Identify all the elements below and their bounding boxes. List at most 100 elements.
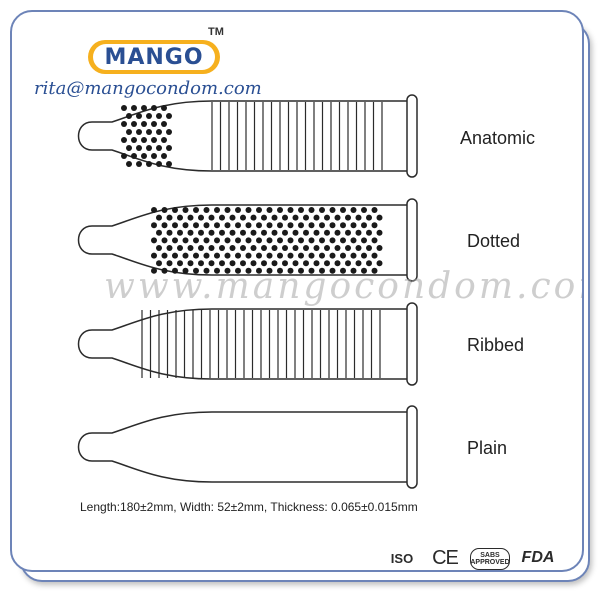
dot [193,237,199,244]
dot [282,260,288,267]
dot [224,267,231,274]
dot [136,161,142,167]
dot [350,252,357,259]
dot [361,207,367,213]
dot [177,245,183,251]
dot [345,214,351,221]
dot [214,222,220,229]
dot [156,214,162,221]
dot [161,207,168,213]
dot [131,137,137,143]
dot [355,214,362,221]
condom-outline [77,411,407,483]
dot [182,237,189,244]
dot [324,229,330,236]
dot [371,252,378,259]
dot [287,207,294,213]
dot [187,214,194,221]
dot [172,237,178,244]
dot [277,222,283,229]
dot [151,137,157,143]
anatomic-condom-illustration [77,94,418,178]
dot [313,260,320,267]
dot [172,207,178,213]
dot [366,229,372,236]
condom-outline [77,204,407,276]
dot [193,207,199,213]
dot [193,252,199,259]
dot [245,267,252,274]
dot [298,222,304,229]
dot [172,267,178,274]
dot [303,245,309,251]
dot [371,237,378,244]
dot [340,237,346,244]
dot [345,229,351,236]
dot [235,267,241,274]
dot [277,267,283,274]
condom-diagram [77,94,418,489]
dot [235,252,241,259]
trademark-mark: TM [208,26,224,38]
dot [303,214,309,221]
dot [131,121,137,127]
contact-email[interactable]: rita@mangocondom.com [34,78,262,99]
dot [166,260,173,267]
dot [350,222,357,229]
watermark-text: www.mangocondom.com [104,266,584,307]
dot [250,229,257,236]
dot [277,237,283,244]
dot [277,207,283,213]
dot [208,214,215,221]
dot [187,260,194,267]
dot [156,129,162,135]
dot [121,121,127,127]
dot [151,153,157,159]
dot [126,161,132,167]
dot [271,260,278,267]
dot [240,214,246,221]
dot [151,222,157,229]
dot [350,237,357,244]
dot [366,214,372,221]
dot [366,260,372,267]
dot [298,252,304,259]
dot [287,252,294,259]
dot [172,222,178,229]
dotted-condom-illustration [77,198,418,282]
dot [250,260,257,267]
dot [219,229,225,236]
dot [208,229,215,236]
dot [319,222,325,229]
dot [277,252,283,259]
dot [146,145,152,151]
dot [177,229,183,236]
dot [151,121,157,127]
dot [329,207,336,213]
dot [235,237,241,244]
dot [166,229,173,236]
dot [156,229,162,236]
dot [329,237,336,244]
dot [371,207,378,213]
dot [166,161,172,167]
dot [121,153,127,159]
dot [308,222,315,229]
dot [292,260,299,267]
dot [313,229,320,236]
dot [203,207,210,213]
dot [126,145,132,151]
dot [308,252,315,259]
dot [156,260,162,267]
dot [324,260,330,267]
dot [334,214,341,221]
dot [355,229,362,236]
specifications-text: Length:180±2mm, Width: 52±2mm, Thickness… [80,500,418,514]
dot [324,214,330,221]
label-anatomic: Anatomic [460,128,536,148]
dot [313,214,320,221]
condom-rim [406,405,418,489]
dot [240,260,246,267]
dot [146,113,152,119]
dot [151,237,157,244]
